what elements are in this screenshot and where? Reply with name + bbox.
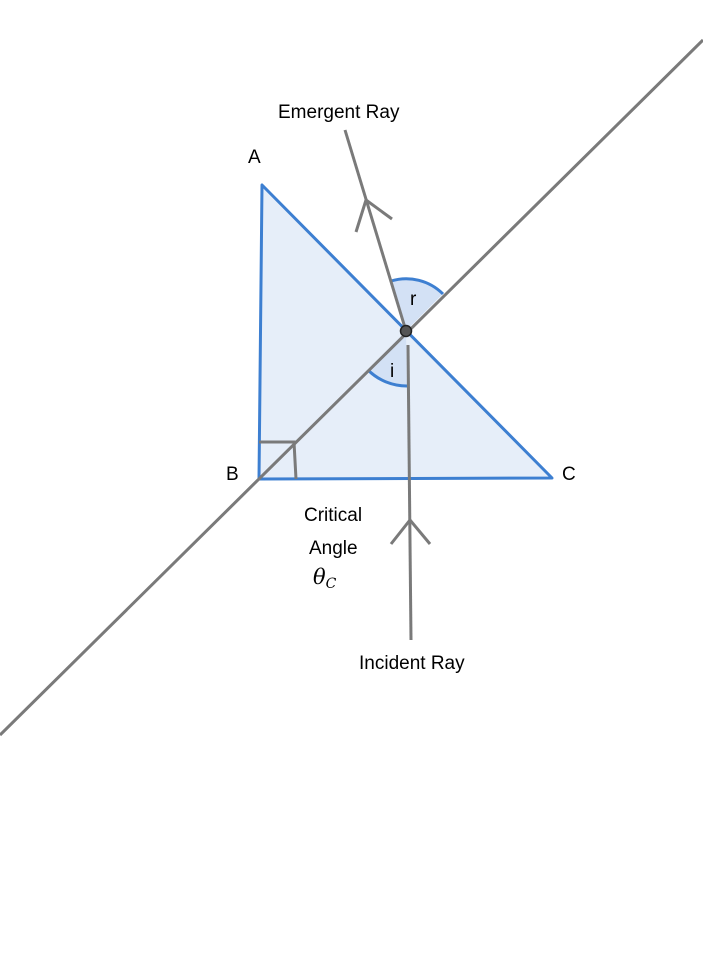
vertex-c-label: C: [562, 464, 576, 485]
angle-r-label: r: [410, 289, 417, 310]
vertex-b-label: B: [226, 464, 239, 485]
incidence-point: [399, 324, 413, 338]
critical-angle-symbol: θC: [313, 565, 337, 592]
critical-angle-label-2: Angle: [309, 538, 358, 559]
incident-ray-label: Incident Ray: [359, 653, 465, 674]
normal-line: [0, 38, 703, 737]
angle-i-arc: [368, 331, 407, 387]
angle-i-label: i: [390, 361, 394, 382]
incident-ray: [406, 344, 413, 641]
emergent-arrow-icon: [354, 197, 393, 233]
right-angle-marker: [259, 440, 298, 480]
incident-arrow-icon: [389, 517, 432, 545]
emergent-ray-label: Emergent Ray: [278, 102, 400, 123]
angle-r-arc: [391, 278, 443, 331]
vertex-a-label: A: [248, 147, 261, 168]
emergent-ray: [343, 129, 408, 332]
critical-angle-label-1: Critical: [304, 505, 362, 526]
